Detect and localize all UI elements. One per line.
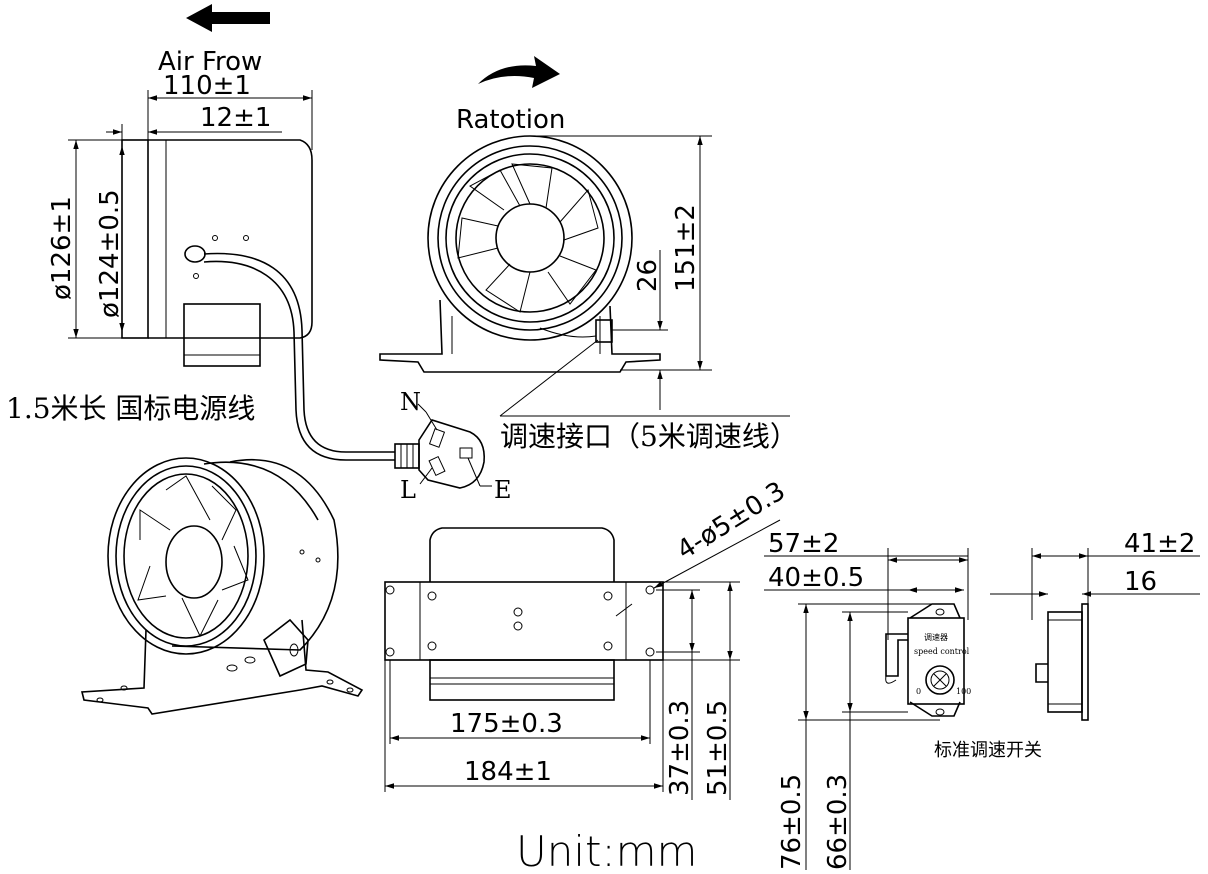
dim-57-text: 57±2 <box>768 529 839 559</box>
power-plug <box>394 403 492 489</box>
dim-37-text: 37±0.3 <box>665 700 695 796</box>
plug-e-label: E <box>494 476 512 504</box>
dim-126-text: ø126±1 <box>47 196 77 300</box>
dimension-26: 26 <box>612 250 668 410</box>
speed-controller-side <box>1035 603 1089 721</box>
controller-subtitle: speed control <box>914 647 970 656</box>
dim-51-text: 51±0.5 <box>703 700 733 796</box>
dim-151-text: 151±2 <box>671 204 701 292</box>
dimension-175: 175±0.3 <box>389 660 651 744</box>
dimension-41: 41±2 <box>1031 529 1200 620</box>
speed-controller-front <box>885 603 965 717</box>
speed-port-label: 调速接口（5米调速线） <box>500 420 798 453</box>
standard-switch-label: 标准调速开关 <box>934 740 1042 761</box>
dim-26-text: 26 <box>633 259 663 292</box>
dimension-4-holes: 4-ø5±0.3 <box>615 476 791 617</box>
dimension-40: 40±0.5 <box>764 563 964 593</box>
fan-perspective-view <box>80 457 364 715</box>
dimension-57: 57±2 <box>764 529 969 640</box>
fan-bottom-view <box>384 527 664 701</box>
controller-title: 调速器 <box>924 633 948 642</box>
rotation-arrow-icon <box>478 56 560 88</box>
controller-max: 100 <box>956 687 971 696</box>
fan-front-view <box>379 135 661 373</box>
dim-124-text: ø124±0.5 <box>95 189 125 318</box>
dim-40-text: 40±0.5 <box>768 563 864 593</box>
dim-110-text: 110±1 <box>163 71 251 101</box>
controller-min: 0 <box>916 687 921 696</box>
fan-side-view <box>121 139 395 461</box>
dim-12-text: 12±1 <box>200 103 271 133</box>
dimension-184: 184±1 <box>384 660 664 792</box>
plug-l-label: L <box>400 476 416 504</box>
dim-66-text: 66±0.3 <box>823 774 853 870</box>
dimension-16: 16 <box>990 567 1200 597</box>
dimension-37: 37±0.3 <box>656 589 700 800</box>
dimension-124: ø124±0.5 <box>95 146 125 332</box>
dim-16-text: 16 <box>1124 567 1157 597</box>
dimension-126: ø126±1 <box>47 139 122 339</box>
dimension-51: 51±0.5 <box>663 581 740 800</box>
dimension-66: 66±0.3 <box>823 611 908 870</box>
air-flow-arrow-icon <box>186 4 270 32</box>
dim-184-text: 184±1 <box>464 757 552 787</box>
rotation-label: Ratotion <box>456 105 565 135</box>
dimension-76: 76±0.5 <box>777 603 940 870</box>
dimension-151: 151±2 <box>530 135 712 371</box>
unit-label: Unit:mm <box>516 827 697 874</box>
dim-41-text: 41±2 <box>1124 529 1195 559</box>
dimension-110: 110±1 <box>147 71 313 150</box>
air-flow-label: Air Frow <box>158 47 262 77</box>
dim-175-text: 175±0.3 <box>450 709 563 739</box>
power-cord-label: 1.5米长 国标电源线 <box>6 392 255 425</box>
plug-n-label: N <box>400 388 421 416</box>
dimension-12: 12±1 <box>106 103 282 140</box>
dim-76-text: 76±0.5 <box>777 774 807 870</box>
